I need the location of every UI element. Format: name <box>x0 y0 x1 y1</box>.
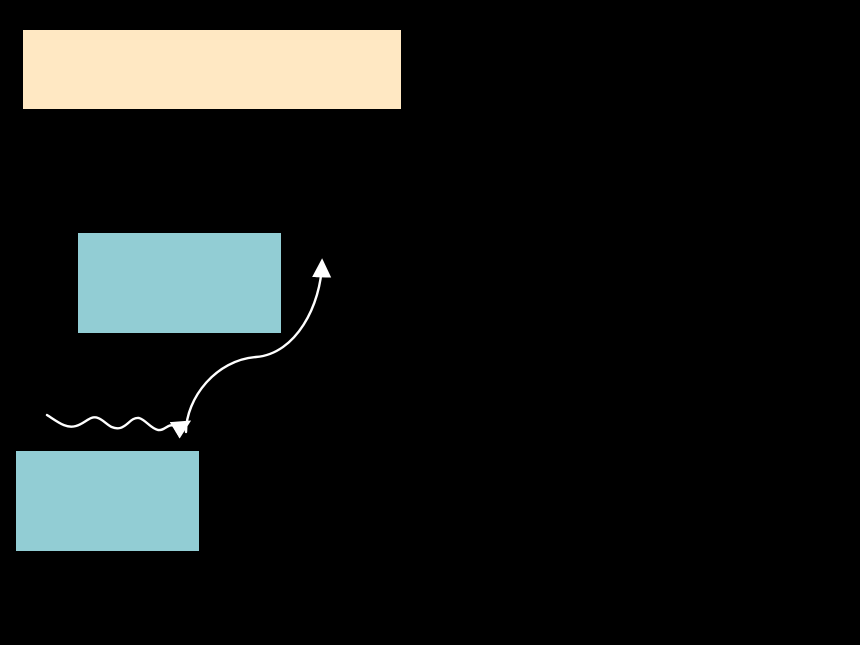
squiggle-arrow-icon <box>45 413 192 439</box>
upper-blue-box <box>78 233 281 333</box>
title-box <box>23 30 401 109</box>
lower-blue-box <box>16 451 199 551</box>
curved-arrow-icon <box>184 258 332 434</box>
